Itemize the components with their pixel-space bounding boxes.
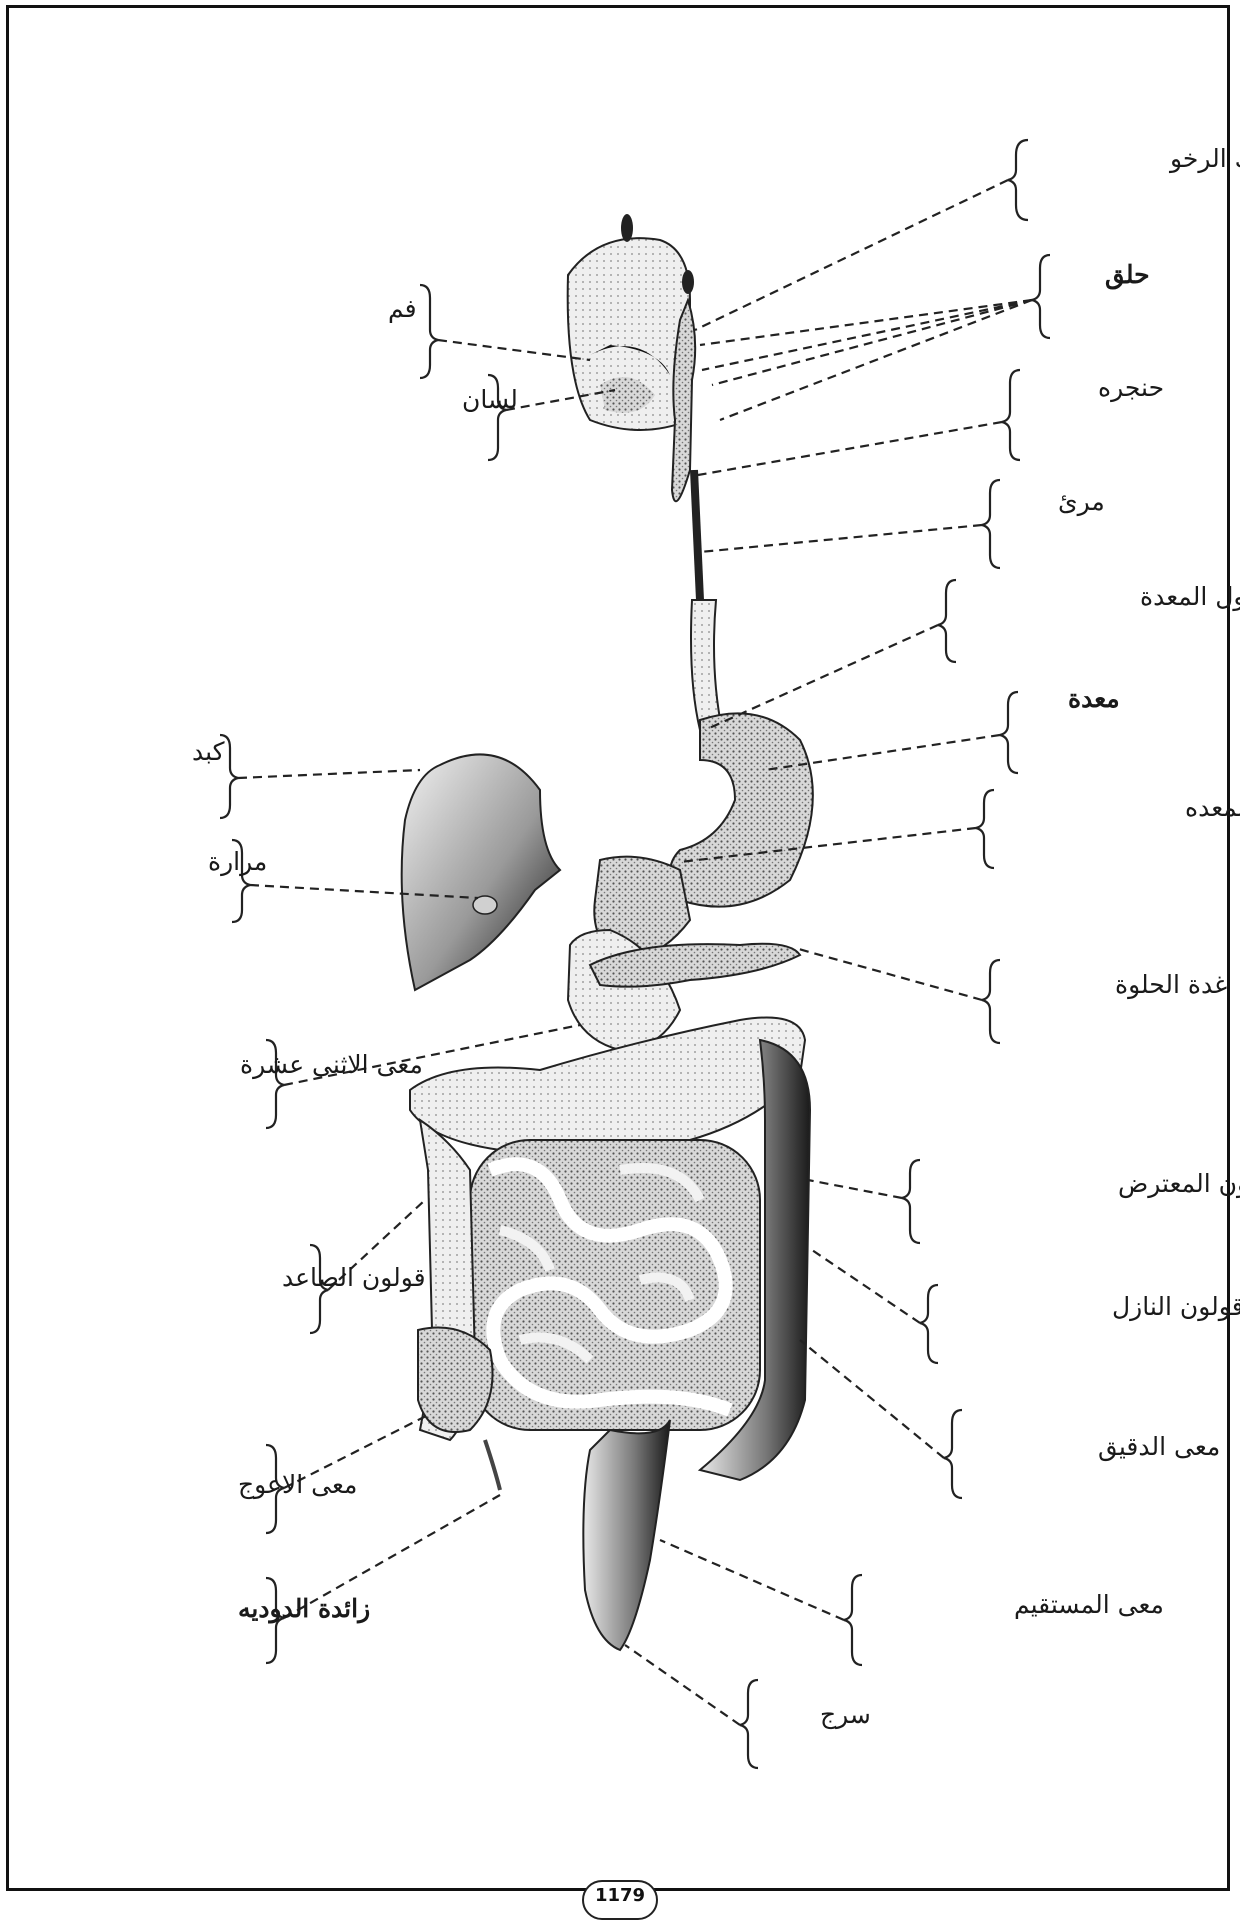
label-gallbladder: مرارة	[208, 847, 267, 877]
brace-stomach	[1000, 692, 1018, 773]
brace-anus	[740, 1680, 758, 1768]
label-duodenum: معى الاثنى عشرة	[240, 1050, 423, 1080]
uvula-marker	[682, 270, 694, 294]
brace-transverse-colon	[902, 1160, 920, 1243]
brace-soft-palate	[1008, 140, 1028, 220]
label-appendix: زائدة الدوديه	[238, 1594, 370, 1624]
brace-rectum	[844, 1575, 862, 1665]
nasal-marker	[621, 214, 633, 242]
label-anus: سرج	[820, 1700, 871, 1730]
label-rectum: معى المستقيم	[1014, 1590, 1164, 1619]
brace-larynx	[1002, 370, 1020, 460]
brace-descending-colon	[920, 1285, 938, 1363]
brace-esophagus	[982, 480, 1000, 568]
brace-small-intestine	[944, 1410, 962, 1498]
brace-cardia	[938, 580, 956, 662]
brace-pharynx	[1032, 255, 1050, 338]
label-ascending-colon: قولون الصاعد	[282, 1263, 426, 1293]
label-esophagus: مرئ	[1058, 487, 1105, 517]
stomach-shape	[670, 713, 813, 906]
page-number: 1179	[582, 1880, 658, 1920]
labels: حنك الرخو حلق فم لسان حنجره مرئ بواب الد…	[192, 144, 1240, 1730]
brace-pancreas	[982, 960, 1000, 1043]
appendix-shape	[485, 1440, 500, 1490]
small-intestine-coils	[470, 1140, 760, 1430]
brace-pylorus	[976, 790, 994, 868]
label-small-intestine: معى الدقيق	[1098, 1432, 1220, 1462]
brace-mouth	[420, 285, 438, 378]
rectum-shape	[583, 1420, 670, 1650]
label-stomach: معدة	[1068, 684, 1120, 713]
label-cardia: بواب الدخول المعدة	[1140, 582, 1240, 612]
label-cecum: معى الاعوج	[238, 1470, 357, 1500]
liver-shape	[402, 754, 560, 990]
label-larynx: حنجره	[1098, 373, 1164, 403]
label-mouth: فم	[388, 294, 417, 323]
label-tongue: لسان	[462, 385, 518, 414]
cecum-shape	[418, 1328, 493, 1433]
label-transverse-colon: قولون المعترض	[1118, 1169, 1240, 1199]
label-liver: كبد	[192, 737, 225, 766]
label-soft-palate: حنك الرخو	[1168, 144, 1240, 174]
label-pharynx: حلق	[1105, 260, 1150, 290]
esophagus-tube	[672, 300, 722, 730]
label-descending-colon: قولون النازل	[1112, 1292, 1240, 1322]
label-pancreas: غدة الحلوة	[1115, 970, 1227, 1000]
label-pylorus: بواب الخروج المعده	[1185, 793, 1240, 823]
